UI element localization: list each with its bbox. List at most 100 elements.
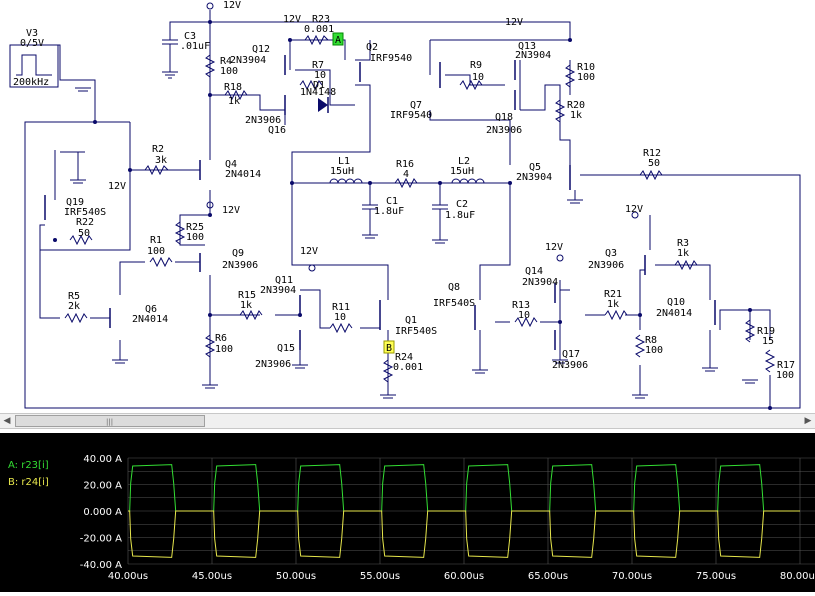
component-value: IRF540S bbox=[64, 207, 106, 218]
supply-label: 12V bbox=[283, 14, 301, 25]
component-value: 10 bbox=[334, 312, 346, 323]
scope-panel[interactable]: A: r23[i] B: r24[i] 40.00 A 20.00 A 0.000 … bbox=[0, 433, 815, 592]
component-id: Q13 bbox=[518, 41, 536, 52]
y-tick-label: 0.000 A bbox=[83, 507, 122, 518]
component-id: C2 bbox=[456, 199, 468, 210]
component-value: IRF540S bbox=[433, 298, 475, 309]
component-value: 1k bbox=[570, 110, 582, 121]
x-tick-label: 50.00us bbox=[276, 571, 316, 582]
y-tick-label: 20.00 A bbox=[83, 481, 122, 492]
component-id: Q2 bbox=[366, 42, 378, 53]
component-value: 2N4014 bbox=[225, 169, 261, 180]
component-id: R11 bbox=[332, 302, 350, 313]
component-id: R17 bbox=[777, 360, 795, 371]
component-value: 100 bbox=[577, 72, 595, 83]
component-id: Q4 bbox=[225, 159, 237, 170]
schematic-wires bbox=[15, 10, 801, 409]
scrollbar-thumb[interactable]: ||| bbox=[15, 415, 205, 427]
component-value: 15uH bbox=[330, 166, 354, 177]
component-id: Q17 bbox=[562, 349, 580, 360]
component-value: IRF9540 bbox=[370, 53, 412, 64]
component-id: D1 bbox=[313, 80, 325, 91]
component-value: IRF540S bbox=[395, 326, 437, 337]
y-tick-label: -40.00 A bbox=[80, 560, 122, 571]
supply-label: 12V bbox=[300, 246, 318, 257]
pulse-source-symbol bbox=[9, 44, 59, 88]
component-value: 3k bbox=[155, 155, 167, 166]
component-id: L2 bbox=[458, 156, 470, 167]
component-id: Q16 bbox=[268, 125, 286, 136]
transistor-symbols bbox=[44, 55, 716, 350]
component-id: R25 bbox=[186, 222, 204, 233]
component-id: R19 bbox=[757, 326, 775, 337]
component-value: 100 bbox=[186, 232, 204, 243]
component-value: .01uF bbox=[180, 41, 210, 52]
supply-label: 12V bbox=[223, 0, 241, 11]
component-id: Q12 bbox=[252, 44, 270, 55]
trace-b-legend: B: r24[i] bbox=[8, 477, 49, 488]
component-value: 10 bbox=[314, 70, 326, 81]
supply-label: 12V bbox=[222, 205, 240, 216]
component-id: R9 bbox=[470, 60, 482, 71]
scroll-left-icon[interactable]: ◀ bbox=[3, 416, 11, 426]
component-value: 2N3906 bbox=[255, 359, 291, 370]
component-value: 2N3904 bbox=[516, 172, 552, 183]
component-value: 2N3906 bbox=[552, 360, 588, 371]
component-value: 2N3906 bbox=[245, 115, 281, 126]
component-value: 50 bbox=[648, 158, 660, 169]
component-value: 200kHz bbox=[13, 77, 49, 88]
component-value: 100 bbox=[220, 66, 238, 77]
component-value: 100 bbox=[147, 246, 165, 257]
component-value: 1.8uF bbox=[374, 206, 404, 217]
component-id: R23 bbox=[312, 14, 330, 25]
component-value: 50 bbox=[78, 228, 90, 239]
component-id: Q18 bbox=[495, 112, 513, 123]
supply-label: 12V bbox=[625, 204, 643, 215]
probe-a-marker[interactable]: A bbox=[332, 32, 344, 46]
component-id: R6 bbox=[215, 333, 227, 344]
svg-text:A: A bbox=[335, 35, 341, 46]
component-value: 1k bbox=[228, 96, 240, 107]
component-value: 100 bbox=[776, 370, 794, 381]
grip-icon: ||| bbox=[106, 418, 114, 426]
component-id: Q19 bbox=[66, 197, 84, 208]
component-id: Q6 bbox=[145, 304, 157, 315]
y-axis-labels: 40.00 A20.00 A0.000 A-20.00 A-40.00 A bbox=[80, 454, 122, 571]
horizontal-scrollbar[interactable]: ◀ ||| ▶ bbox=[0, 413, 815, 429]
component-value: 1k bbox=[240, 300, 252, 311]
component-value: IRF9540 bbox=[390, 110, 432, 121]
component-value: 1k bbox=[677, 248, 689, 259]
component-value: 2N4014 bbox=[132, 314, 168, 325]
component-value: 0/5V bbox=[20, 38, 44, 49]
svg-text:B: B bbox=[386, 343, 392, 354]
component-id: R18 bbox=[224, 82, 242, 93]
probe-b-marker[interactable]: B bbox=[383, 340, 395, 354]
resistor-symbols bbox=[64, 34, 776, 383]
schematic-canvas[interactable]: A B 12V 12V 12V 12V 12V 12V 12V 12V V3 0… bbox=[0, 0, 815, 413]
component-value: 2N4014 bbox=[656, 308, 692, 319]
component-id: R3 bbox=[677, 238, 689, 249]
x-tick-label: 65.00us bbox=[528, 571, 568, 582]
component-id: R21 bbox=[604, 289, 622, 300]
x-tick-label: 75.00us bbox=[696, 571, 736, 582]
component-value: 2N3906 bbox=[588, 260, 624, 271]
supply-label: 12V bbox=[545, 242, 563, 253]
component-id: R8 bbox=[645, 335, 657, 346]
scroll-right-icon[interactable]: ▶ bbox=[804, 416, 812, 426]
component-id: R16 bbox=[396, 159, 414, 170]
component-value: 15 bbox=[762, 336, 774, 347]
component-id: C3 bbox=[184, 31, 196, 42]
component-id: R2 bbox=[152, 144, 164, 155]
component-value: 100 bbox=[215, 344, 233, 355]
component-id: R22 bbox=[76, 217, 94, 228]
x-tick-label: 80.00us bbox=[780, 571, 815, 582]
component-id: Q10 bbox=[667, 297, 685, 308]
component-id: R1 bbox=[150, 235, 162, 246]
trace-a-legend: A: r23[i] bbox=[8, 460, 49, 471]
component-value: 2N3904 bbox=[260, 285, 296, 296]
y-tick-label: 40.00 A bbox=[83, 454, 122, 465]
component-id: L1 bbox=[338, 156, 350, 167]
component-value: 4 bbox=[403, 169, 409, 180]
component-id: R4 bbox=[220, 56, 232, 67]
